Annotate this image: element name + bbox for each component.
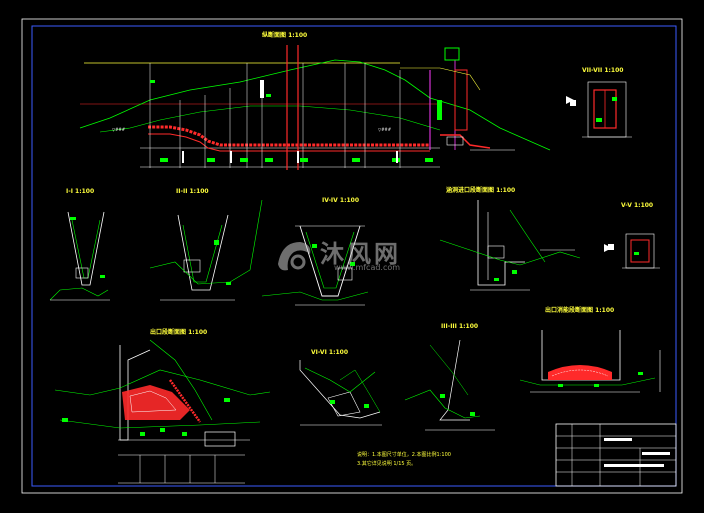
section-iv <box>261 225 369 306</box>
section-i <box>49 211 110 301</box>
longitudinal-section: ▽### ▽### <box>79 45 551 170</box>
section-outlet-dissipation <box>519 330 661 393</box>
title-section-vii: VII-VII 1:100 <box>582 67 624 74</box>
title-section-i: I-I 1:100 <box>66 188 95 195</box>
section-ii <box>149 199 263 301</box>
title-section-vi: VI-VI 1:100 <box>311 349 348 356</box>
sheet-inner-frame <box>31 25 677 487</box>
title-section-iv: IV-IV 1:100 <box>322 197 359 204</box>
svg-text:▽###: ▽### <box>378 127 392 132</box>
outlet-headwall <box>400 47 515 151</box>
svg-text:▽###: ▽### <box>112 127 126 132</box>
title-section-v: V-V 1:100 <box>621 202 654 209</box>
title-section-ii: II-II 1:100 <box>176 188 209 195</box>
section-vii <box>570 81 632 138</box>
section-arrows <box>566 96 612 252</box>
section-outlet <box>54 339 271 484</box>
title-block <box>555 423 677 487</box>
section-v <box>608 233 660 269</box>
title-section-culvert-inlet: 涵洞进口段断面图 1:100 <box>446 187 516 194</box>
title-section-iii: III-III 1:100 <box>441 323 479 330</box>
title-section-outlet: 出口段断面图 1:100 <box>150 329 208 336</box>
title-longitudinal: 纵断面图 1:100 <box>262 32 308 39</box>
title-section-outlet-dissipation: 出口消能段断面图 1:100 <box>545 307 615 314</box>
section-vi <box>299 360 382 426</box>
section-iii <box>404 339 495 431</box>
note-line-1: 说明：1.本图尺寸单位，2.本图比例1:100 <box>357 452 451 458</box>
section-culvert-inlet <box>439 200 581 291</box>
sheet-outer-frame <box>21 18 683 494</box>
note-line-2: 3.其它详见说明 1/15 页。 <box>357 461 417 467</box>
